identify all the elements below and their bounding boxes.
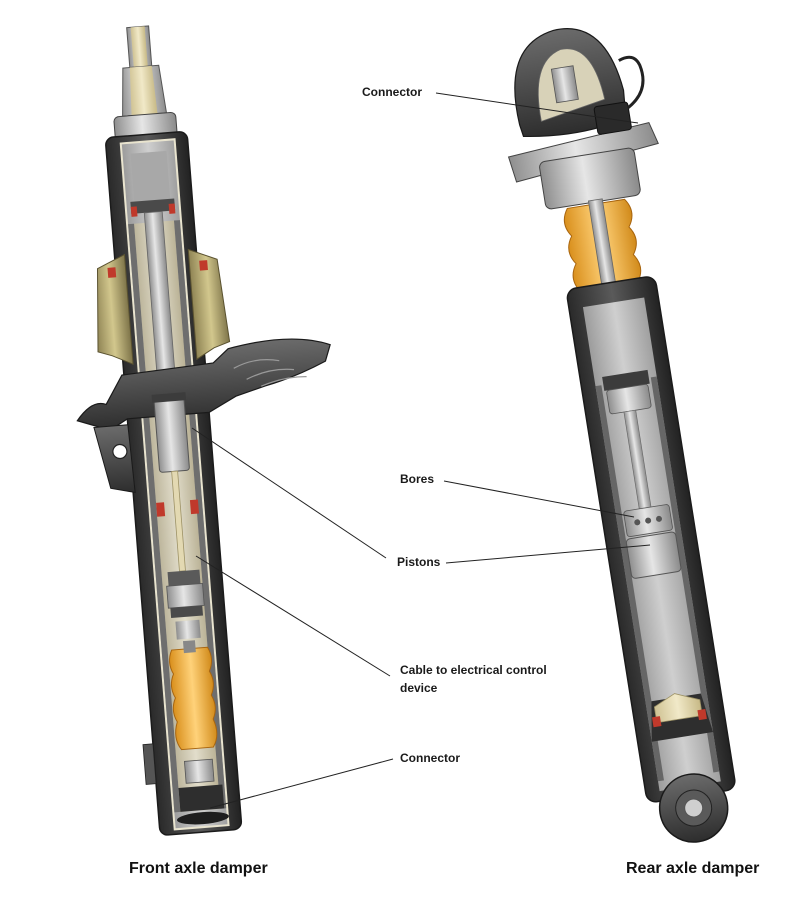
rear-piston bbox=[625, 531, 682, 579]
front-spring-plate bbox=[76, 338, 331, 431]
label-connector-bottom: Connector bbox=[400, 751, 460, 765]
label-pistons: Pistons bbox=[397, 555, 441, 569]
caption-front-axle-damper: Front axle damper bbox=[129, 860, 268, 877]
front-seal-left bbox=[130, 206, 138, 217]
front-rod-core bbox=[130, 26, 148, 68]
front-bracket-hole bbox=[112, 443, 128, 460]
rear-top-connector bbox=[593, 101, 632, 135]
front-seal-right bbox=[168, 203, 176, 214]
front-bracket bbox=[93, 424, 136, 494]
leader-connector-bottom bbox=[209, 758, 394, 809]
front-axle-damper bbox=[76, 25, 331, 836]
label-bores: Bores bbox=[400, 472, 435, 486]
leader-pistons-front bbox=[191, 427, 387, 559]
label-connector-top: Connector bbox=[362, 85, 422, 99]
leader-connector-top bbox=[435, 92, 639, 124]
leader-pistons-rear bbox=[445, 544, 651, 564]
front-bearing-right bbox=[187, 248, 231, 361]
front-bottom-connector bbox=[178, 784, 225, 812]
front-bearing-left bbox=[96, 253, 134, 365]
front-upper-piston bbox=[153, 396, 190, 473]
front-lower-piston bbox=[166, 582, 205, 609]
rear-axle-damper bbox=[507, 28, 736, 843]
label-cable-line2: device bbox=[400, 681, 438, 695]
front-bump-stop bbox=[169, 646, 218, 751]
leader-bores bbox=[443, 480, 635, 518]
leader-lines bbox=[191, 92, 651, 809]
leader-cable bbox=[195, 555, 391, 677]
caption-rear-axle-damper: Rear axle damper bbox=[626, 860, 760, 877]
label-cable-line1: Cable to electrical control bbox=[400, 663, 547, 677]
